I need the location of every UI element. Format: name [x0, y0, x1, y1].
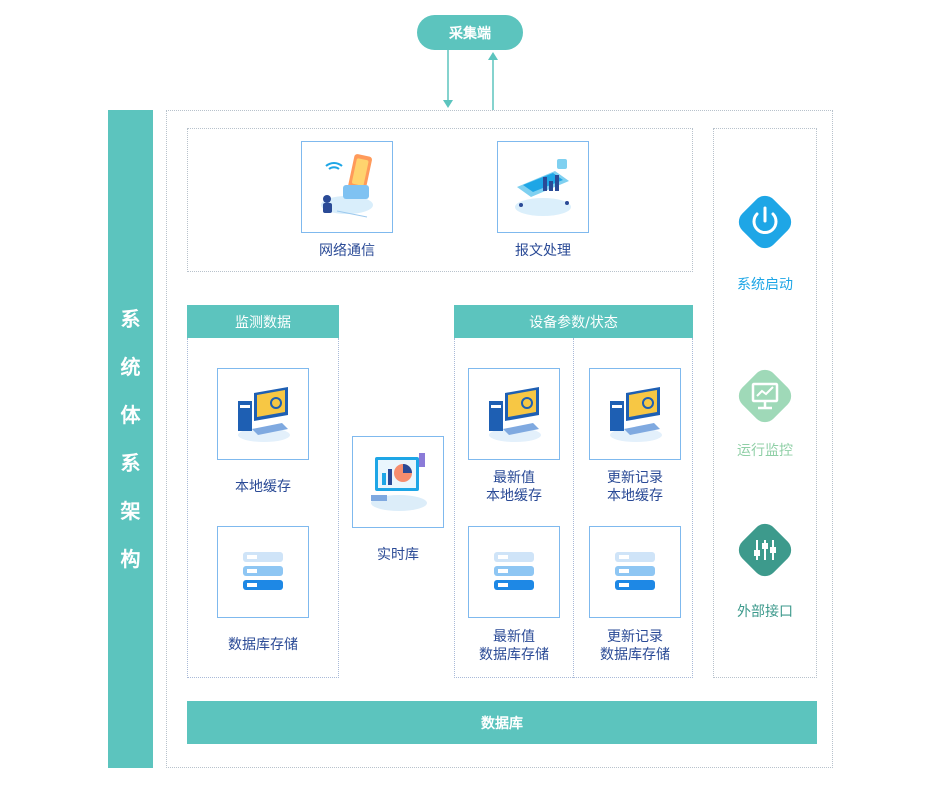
outer-frame	[166, 110, 833, 768]
server-icon	[243, 552, 283, 590]
database-bar: 数据库	[187, 701, 817, 744]
latest-local-label: 最新值 本地缓存	[464, 469, 564, 505]
sliders-icon	[738, 523, 792, 577]
monitor-local-cache-box	[217, 368, 309, 460]
computer-icon	[238, 387, 290, 442]
side-char: 系	[120, 307, 141, 331]
update-local-box	[589, 368, 681, 460]
external-interface-label: 外部接口	[737, 604, 793, 620]
realtime-db-label: 实时库	[377, 547, 419, 563]
collector-node: 采集端	[417, 15, 523, 50]
network-illustration	[301, 141, 393, 233]
monitor-local-cache-label: 本地缓存	[235, 479, 291, 495]
side-char: 构	[120, 547, 141, 571]
realtime-db-box	[352, 436, 444, 528]
device-divider	[573, 338, 574, 678]
system-architecture-label: 系 统 体 系 架 构	[108, 110, 153, 768]
update-local-label: 更新记录 本地缓存	[585, 469, 685, 505]
side-char: 架	[120, 499, 141, 523]
latest-local-box	[468, 368, 560, 460]
device-header: 设备参数/状态	[454, 305, 693, 338]
comm-section	[187, 128, 693, 272]
network-comm-label: 网络通信	[319, 243, 375, 259]
side-char: 系	[120, 451, 141, 475]
monitor-screen-icon	[738, 369, 792, 423]
side-char: 统	[120, 355, 141, 379]
monitor-header: 监测数据	[187, 305, 339, 338]
update-local-line1: 更新记录	[607, 470, 663, 486]
latest-db-line1: 最新值	[493, 629, 535, 645]
system-functions-section	[713, 128, 817, 678]
computer-icon	[610, 387, 662, 442]
message-illustration	[497, 141, 589, 233]
server-icon	[615, 552, 655, 590]
collector-arrows	[443, 50, 498, 110]
latest-db-line2: 数据库存储	[479, 647, 549, 663]
runtime-monitor-label: 运行监控	[737, 443, 793, 459]
monitor-db-storage-box	[217, 526, 309, 618]
update-local-line2: 本地缓存	[607, 488, 663, 504]
monitor-section	[187, 338, 339, 678]
update-db-label: 更新记录 数据库存储	[583, 628, 687, 664]
update-db-box	[589, 526, 681, 618]
server-icon	[494, 552, 534, 590]
message-processing-label: 报文处理	[515, 243, 571, 259]
update-db-line1: 更新记录	[607, 629, 663, 645]
power-icon	[738, 195, 792, 249]
startup-label: 系统启动	[737, 277, 793, 293]
latest-db-box	[468, 526, 560, 618]
monitor-db-storage-label: 数据库存储	[228, 637, 298, 653]
latest-db-label: 最新值 数据库存储	[462, 628, 566, 664]
network-comm-icon	[321, 154, 373, 218]
side-char: 体	[120, 403, 141, 427]
latest-local-line2: 本地缓存	[486, 488, 542, 504]
message-processing-icon	[515, 159, 571, 216]
computer-icon	[489, 387, 541, 442]
dashboard-icon	[371, 453, 427, 511]
update-db-line2: 数据库存储	[600, 647, 670, 663]
latest-local-line1: 最新值	[493, 470, 535, 486]
